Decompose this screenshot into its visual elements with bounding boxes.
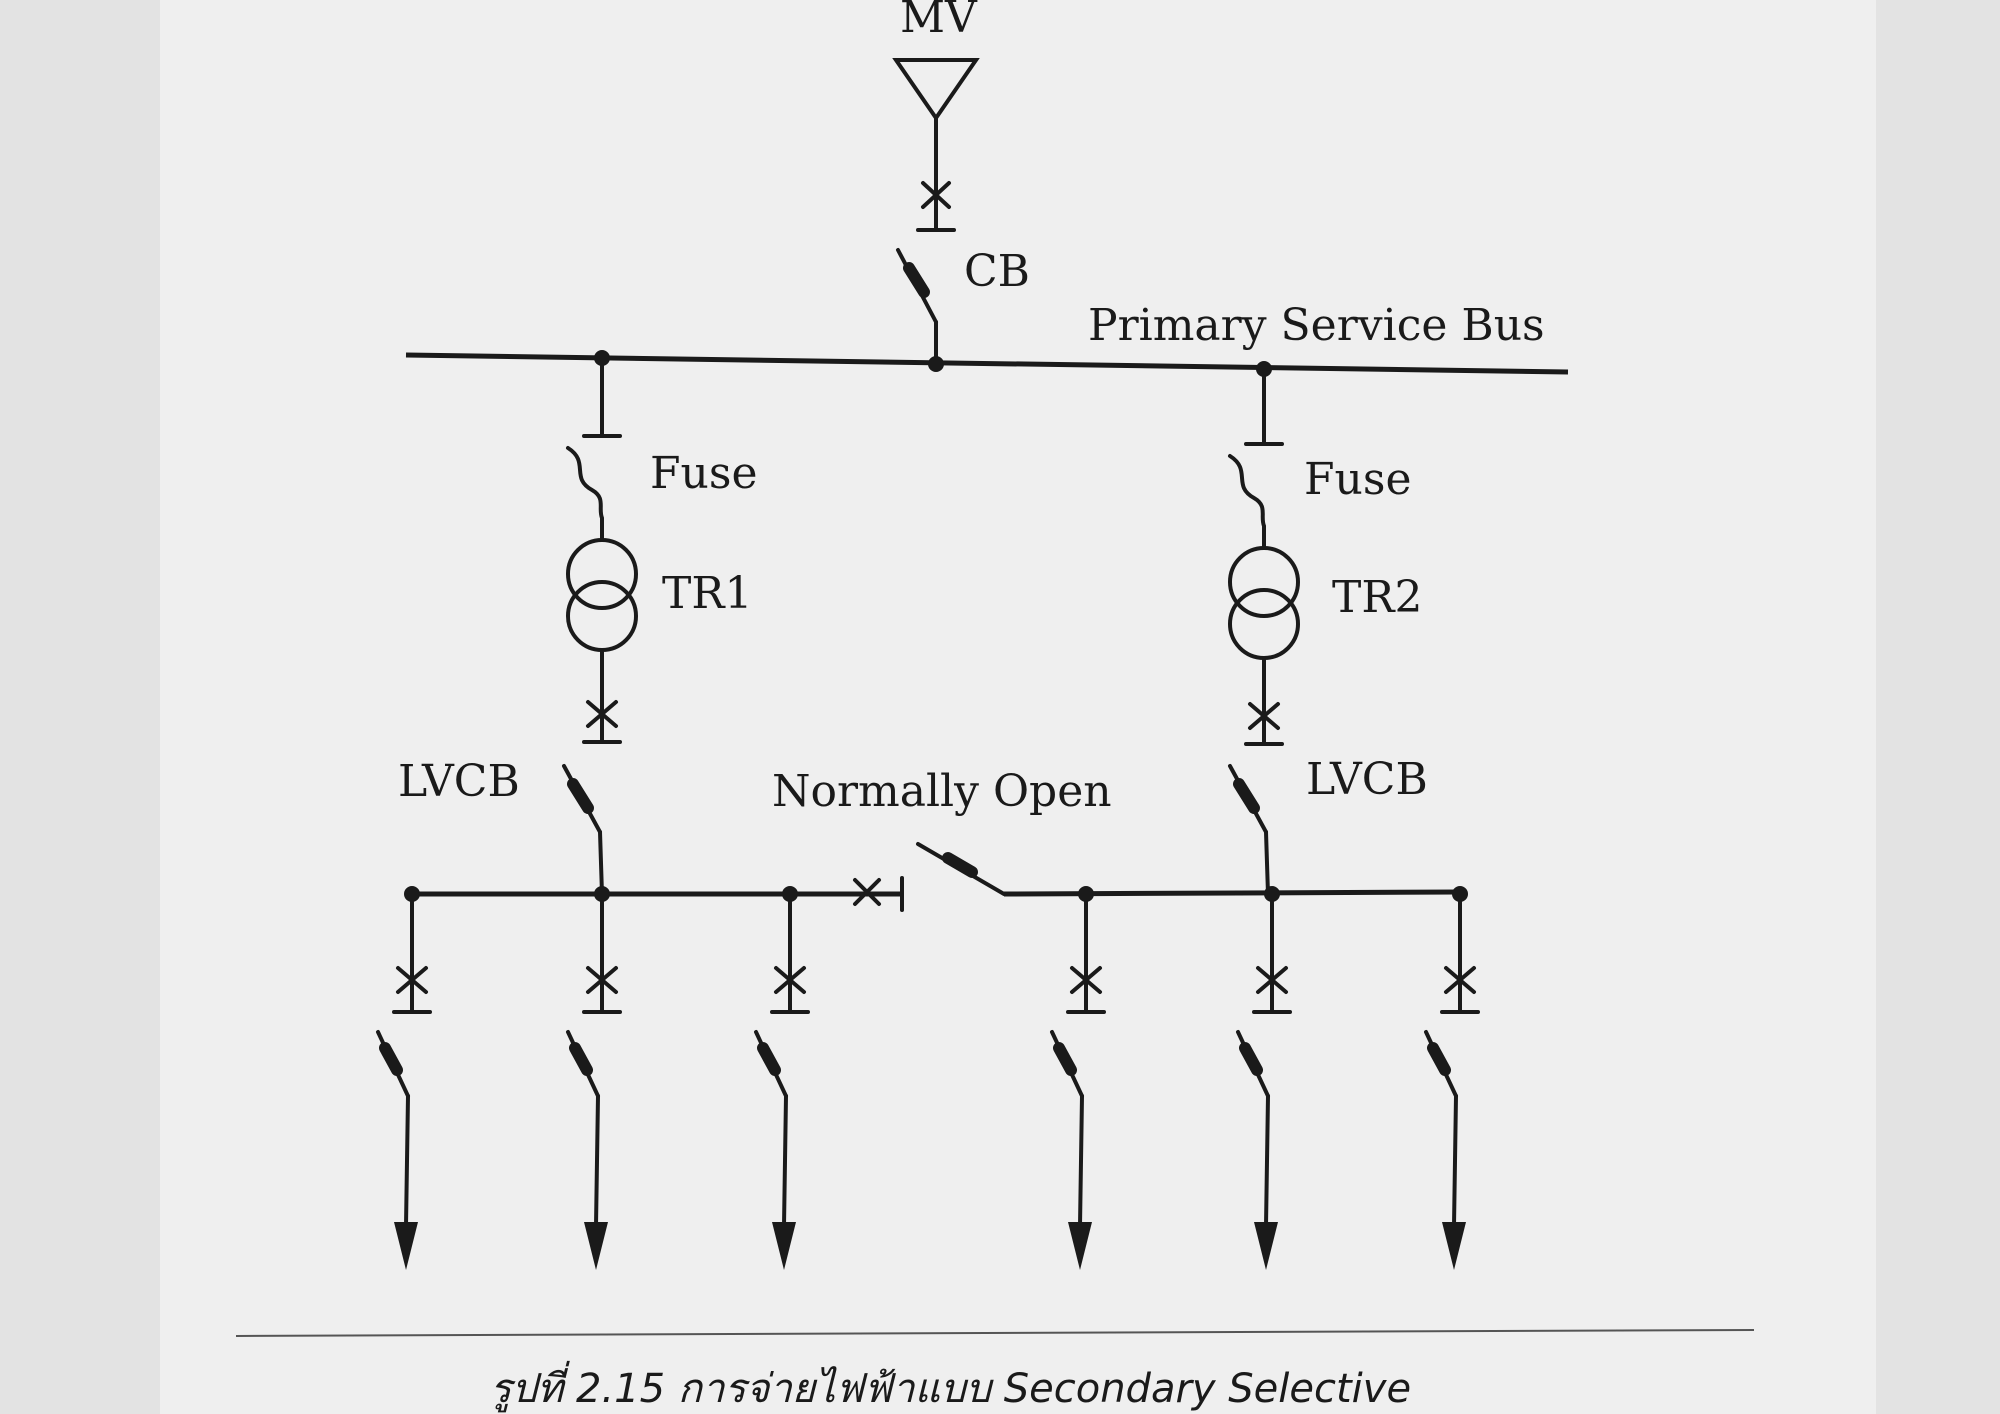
paper-page	[160, 0, 1876, 1414]
primary-bus-label: Primary Service Bus	[1088, 300, 1545, 351]
main-circuit-breaker	[896, 248, 938, 366]
bus-junction	[928, 356, 944, 372]
feeder-breaker-contact	[1053, 1042, 1077, 1076]
feeder-disconnect-mark	[774, 966, 806, 994]
cb-label: CB	[964, 246, 1030, 297]
feeder-arrow	[1068, 1222, 1092, 1270]
tie-breaker-normally-open	[853, 842, 1006, 912]
feeder-outgoing-line	[1078, 1094, 1084, 1228]
feeder-arrow	[394, 1222, 418, 1270]
feeder-disconnect-mark	[396, 966, 428, 994]
caption-rule	[235, 1329, 1755, 1337]
feeder-outgoing-line	[1452, 1094, 1458, 1228]
fuse-right-symbol	[1228, 367, 1284, 550]
mv-source-symbol	[892, 58, 980, 232]
primary-service-bus	[405, 352, 1569, 375]
feeder-outgoing-line	[1264, 1094, 1270, 1228]
feeder-outgoing-line	[404, 1094, 410, 1228]
lvcb-left-symbol	[562, 764, 604, 896]
feeder-arrow	[584, 1222, 608, 1270]
feeder-breaker-contact	[569, 1042, 593, 1076]
transformer-tr2-symbol	[1228, 546, 1300, 746]
outgoing-feeders	[376, 886, 1480, 1270]
feeder-breaker-contact	[1427, 1042, 1451, 1076]
lvcb-left-label: LVCB	[398, 756, 520, 807]
feeder-arrow	[772, 1222, 796, 1270]
feeder-arrow	[1442, 1222, 1466, 1270]
feeder-outgoing-line	[594, 1094, 600, 1228]
feeder-breaker-contact	[379, 1042, 403, 1076]
mv-label: MV	[900, 0, 978, 43]
tr2-label: TR2	[1332, 572, 1422, 623]
feeder-disconnect-mark	[586, 966, 618, 994]
feeder-disconnect-mark	[1070, 966, 1102, 994]
fuse-left-symbol	[566, 356, 622, 542]
fuse-right-label: Fuse	[1304, 454, 1412, 505]
transformer-tr1-symbol	[566, 538, 638, 744]
feeder-outgoing-line	[782, 1094, 788, 1228]
lvcb-right-label: LVCB	[1306, 754, 1428, 805]
feeder-disconnect-mark	[1444, 966, 1476, 994]
fuse-left-label: Fuse	[650, 448, 758, 499]
normally-open-label: Normally Open	[772, 766, 1112, 817]
tr1-label: TR1	[662, 568, 752, 619]
feeder-arrow	[1254, 1222, 1278, 1270]
lvcb-right-symbol	[1228, 764, 1270, 896]
feeder-breaker-contact	[757, 1042, 781, 1076]
feeder-disconnect-mark	[1256, 966, 1288, 994]
figure-caption: รูปที่ 2.15 การจ่ายไฟฟ้าแบบ Secondary Se…	[490, 1360, 1411, 1413]
feeder-breaker-contact	[1239, 1042, 1263, 1076]
secondary-bus-right	[1003, 889, 1461, 897]
